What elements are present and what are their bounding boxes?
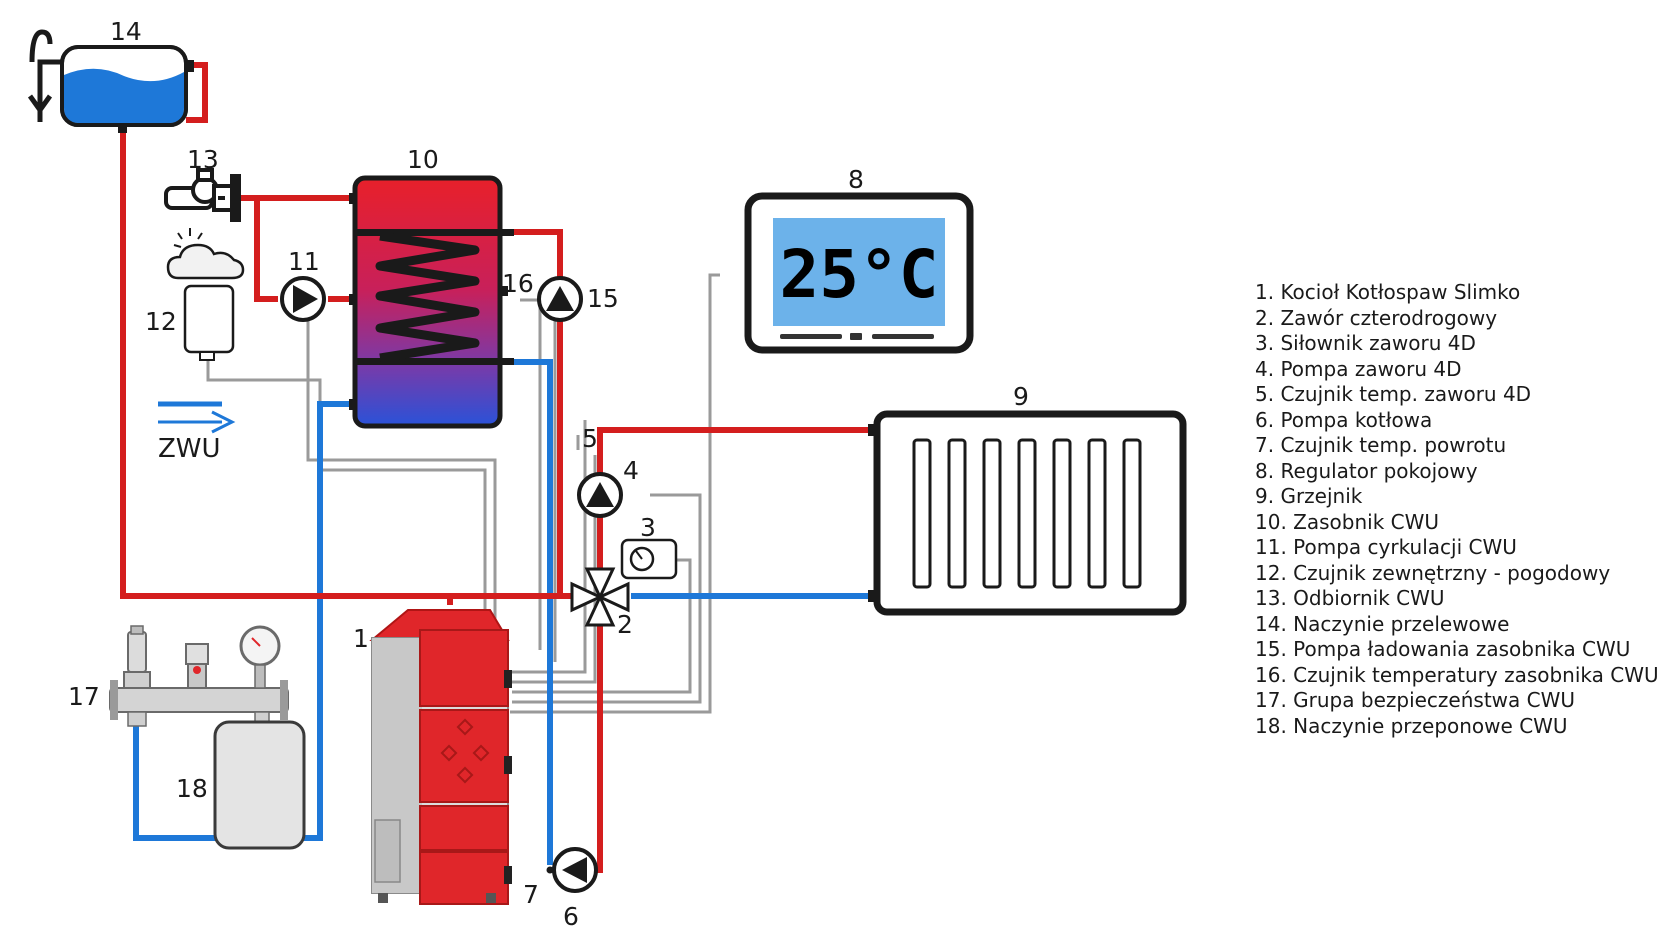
dhw-safety-group: [109, 625, 289, 727]
legend-item-11: 11. Pompa cyrkulacji CWU: [1255, 535, 1517, 559]
boiler-pump: [552, 847, 598, 893]
legend-item-10: 10. Zasobnik CWU: [1255, 509, 1440, 534]
legend-item-9: 9. Grzejnik: [1255, 484, 1363, 508]
callout-12: 12: [145, 307, 177, 336]
legend-item-7: 7. Czujnik temp. powrotu: [1255, 433, 1507, 457]
legend-item-1: 1. Kocioł Kotłospaw Slimko: [1255, 280, 1521, 304]
legend-item-17: 17. Grupa bezpieczeństwa CWU: [1255, 688, 1576, 712]
component-legend: 1. Kocioł Kotłospaw Slimko 2. Zawór czte…: [1255, 280, 1659, 739]
callout-8: 8: [848, 165, 864, 194]
legend-item-6: 6. Pompa kotłowa: [1255, 407, 1433, 432]
overflow-vessel: [27, 29, 194, 133]
callout-17: 17: [68, 682, 100, 711]
hot-water-tap: [164, 168, 241, 222]
legend-item-12: 12. Czujnik zewnętrzny - pogodowy: [1255, 560, 1611, 585]
legend-item-13: 13. Odbiornik CWU: [1255, 586, 1445, 610]
regulator-display: [773, 218, 945, 326]
callout-11: 11: [288, 247, 320, 276]
mixing-valve-pump: [577, 472, 623, 518]
cloud-icon: [166, 243, 245, 280]
callout-4: 4: [623, 456, 639, 485]
tank-charging-pump: [537, 276, 583, 322]
callout-1: 1: [353, 624, 369, 653]
callout-16: 16: [502, 269, 534, 298]
callout-18: 18: [176, 774, 208, 803]
tank-coil: [357, 229, 514, 365]
room-regulator: 25°C: [744, 192, 974, 354]
legend-item-5: 5. Czujnik temp. zaworu 4D: [1255, 382, 1532, 406]
callout-15: 15: [587, 284, 619, 313]
callout-5: 5: [582, 424, 598, 453]
legend-item-3: 3. Siłownik zaworu 4D: [1255, 331, 1476, 355]
circulation-pump: [280, 276, 326, 322]
callout-14: 14: [110, 17, 142, 46]
return-temp-sensor-point: [546, 866, 554, 874]
legend-item-4: 4. Pompa zaworu 4D: [1255, 356, 1462, 381]
legend-item-16: 16. Czujnik temperatury zasobnika CWU: [1255, 662, 1659, 687]
callout-9: 9: [1013, 382, 1029, 411]
callout-7: 7: [523, 880, 539, 909]
callout-3: 3: [640, 513, 656, 542]
callout-13: 13: [187, 145, 219, 174]
callout-numbers: 1 2 3 4 5 6 7 8 9 10 11 12 13 14 15 16 1…: [68, 17, 1029, 931]
callout-6: 6: [563, 902, 579, 931]
legend-item-14: 14. Naczynie przelewowe: [1255, 611, 1510, 636]
legend-item-15: 15. Pompa ładowania zasobnika CWU: [1255, 637, 1631, 661]
callout-10: 10: [407, 145, 439, 174]
outdoor-weather-sensor: [166, 228, 245, 361]
boiler: [369, 609, 512, 905]
legend-item-8: 8. Regulator pokojowy: [1255, 458, 1478, 483]
dhw-expansion-vessel: [213, 720, 306, 850]
cold-water-inlet-label: ZWU: [158, 434, 221, 464]
valve-actuator: [620, 538, 678, 580]
callout-2: 2: [617, 610, 633, 639]
sun-icon: [173, 228, 203, 248]
four-way-valve: [570, 567, 630, 627]
regulator-temperature: 25°C: [780, 236, 939, 313]
radiator: [868, 410, 1187, 616]
dhw-storage-tank: [349, 175, 514, 429]
cold-water-inlet-arrow: [158, 401, 236, 434]
legend-item-18: 18. Naczynie przeponowe CWU: [1255, 713, 1568, 738]
legend-item-2: 2. Zawór czterodrogowy: [1255, 305, 1498, 330]
